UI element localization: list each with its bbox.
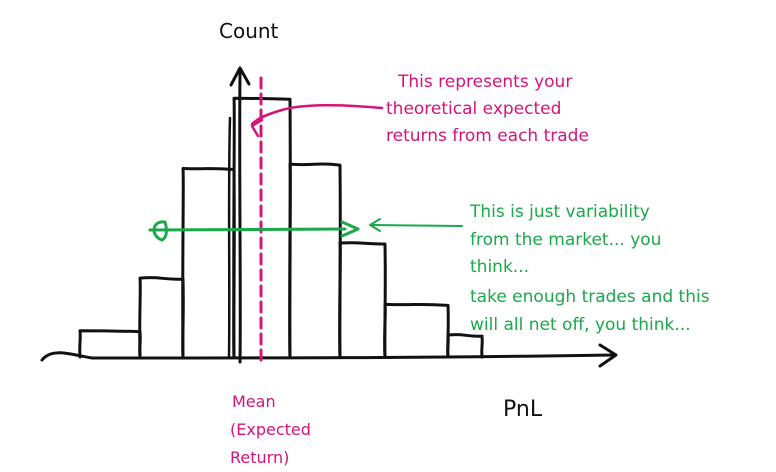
text-labels: Count PnL This represents your theoretic… [219,19,710,467]
histogram-bars [78,96,484,359]
expected-returns-note-line-1: This represents your [397,72,572,92]
histogram-bar-7 [446,333,484,359]
variability-note-line-2: from the market... you [470,230,661,250]
variability-arrow [148,218,463,242]
histogram-bar-2 [181,166,236,359]
histogram-bar-3-inner-stroke [227,116,232,359]
y-axis-arrowhead [229,66,251,87]
mean-label-line-2: (Expected [230,420,311,439]
mean-label-line-1: Mean [232,392,276,411]
histogram-bar-4 [288,162,342,359]
y-axis-label: Count [219,19,279,43]
variability-note-line-1: This is just variability [469,202,650,222]
mean-label-line-3: Return) [230,448,289,467]
net-off-note-line-1: take enough trades and this [470,287,710,307]
x-axis-label: PnL [503,397,543,422]
histogram-bar-5 [338,241,387,359]
axes [40,66,618,368]
y-axis [238,70,242,364]
histogram-bar-6 [383,302,450,359]
histogram-bar-1 [138,276,185,359]
histogram-bar-0 [78,329,142,359]
x-axis-arrowhead [598,343,618,368]
expected-returns-note-line-3: returns from each trade [386,126,589,146]
expected-returns-note-line-2: theoretical expected [386,99,561,119]
variability-note-line-3: think... [470,257,529,277]
expected-return-arrow [250,103,384,138]
net-off-note-line-2: will all net off, you think... [470,315,691,335]
x-axis [40,351,616,362]
